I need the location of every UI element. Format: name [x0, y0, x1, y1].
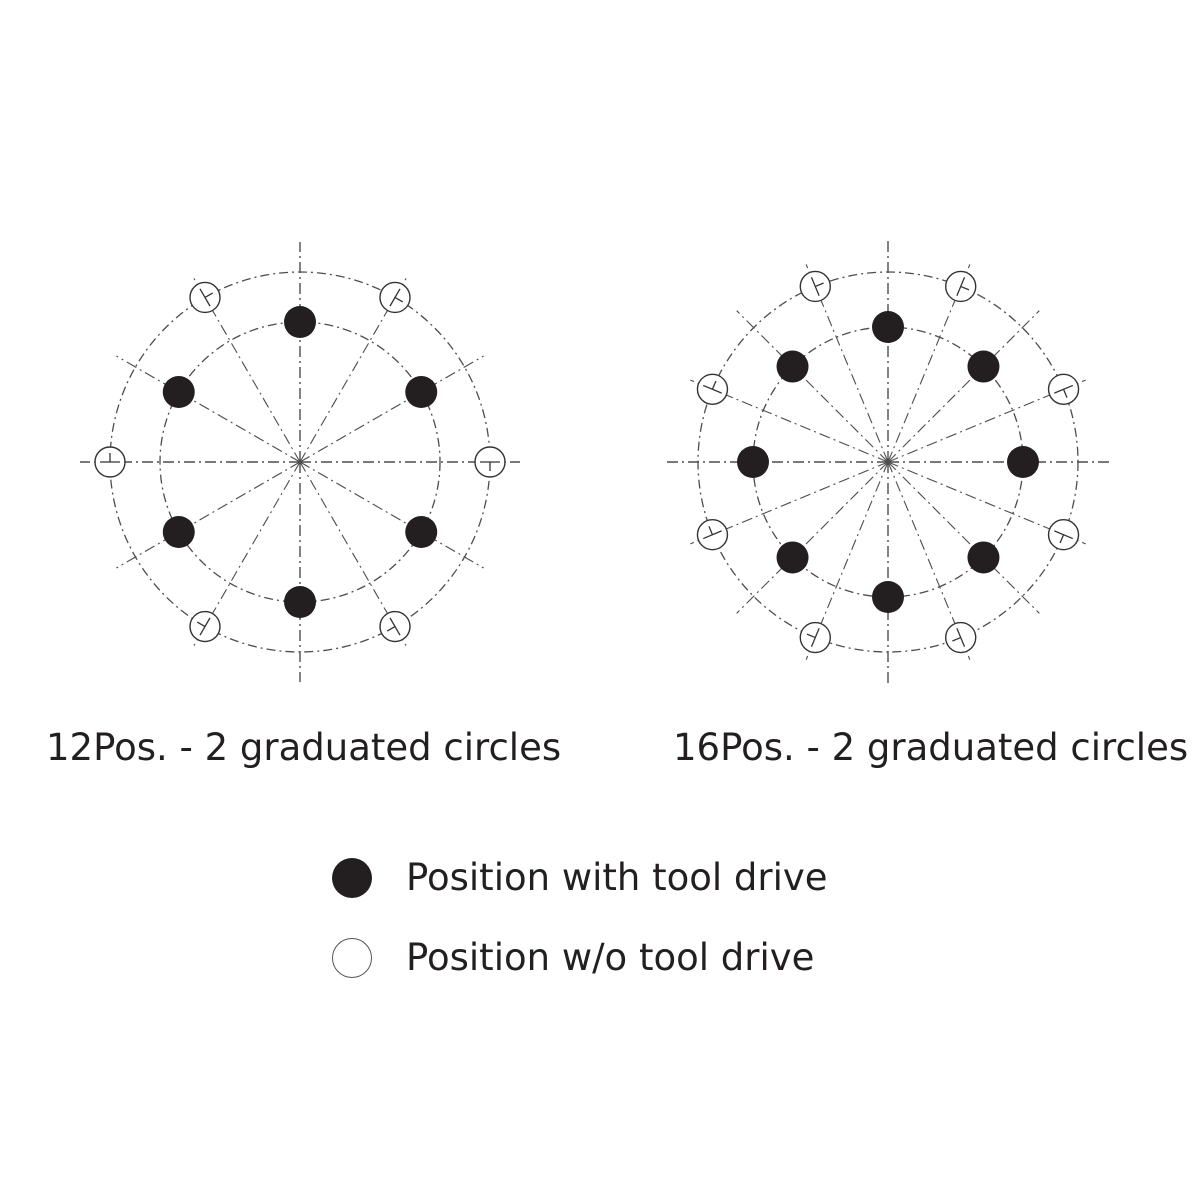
filled-circle-icon — [332, 858, 372, 898]
tool-drive-position — [405, 516, 438, 548]
non-driven-position — [1047, 373, 1080, 405]
non-driven-position — [945, 621, 977, 654]
legend-label-with-drive: Position with tool drive — [406, 856, 828, 899]
radial-center-line — [116, 355, 301, 463]
caption-16-positions: 16Pos. - 2 graduated circles — [673, 726, 1189, 769]
non-driven-position — [945, 270, 977, 303]
non-driven-position — [696, 373, 729, 405]
tool-drive-position — [162, 376, 195, 408]
non-driven-position — [94, 446, 126, 478]
turret-diagram-16 — [666, 240, 1110, 684]
non-driven-position — [799, 270, 831, 303]
caption-12-positions: 12Pos. - 2 graduated circles — [46, 726, 562, 769]
non-driven-position — [1047, 519, 1080, 551]
non-driven-position — [474, 446, 506, 478]
non-driven-position — [799, 621, 831, 654]
legend-item-with-drive: Position with tool drive — [332, 853, 828, 903]
non-driven-position — [379, 281, 411, 314]
tool-drive-position — [872, 311, 904, 343]
radial-center-line — [299, 355, 484, 463]
radial-center-line — [736, 461, 889, 614]
open-circle-icon — [332, 938, 372, 978]
tool-drive-position — [776, 350, 809, 383]
radial-center-line — [116, 461, 301, 569]
tool-drive-position — [162, 516, 195, 548]
non-driven-position — [189, 610, 221, 643]
legend-label-without-drive: Position w/o tool drive — [406, 936, 815, 979]
radial-center-line — [299, 461, 484, 569]
non-driven-position — [696, 519, 729, 551]
tool-drive-position — [776, 541, 809, 574]
legend-item-without-drive: Position w/o tool drive — [332, 933, 814, 983]
tool-drive-position — [737, 446, 769, 478]
tool-drive-position — [967, 350, 1000, 383]
non-driven-position — [189, 281, 221, 314]
turret-diagram-12 — [80, 242, 520, 682]
tool-drive-position — [872, 581, 904, 613]
radial-center-line — [736, 310, 889, 463]
tool-drive-position — [284, 586, 316, 618]
radial-center-line — [887, 461, 1040, 614]
tool-drive-position — [1007, 446, 1039, 478]
tool-drive-position — [967, 541, 1000, 574]
tool-drive-position — [284, 306, 316, 338]
tool-drive-position — [405, 376, 438, 408]
non-driven-position — [379, 610, 411, 643]
radial-center-line — [887, 310, 1040, 463]
